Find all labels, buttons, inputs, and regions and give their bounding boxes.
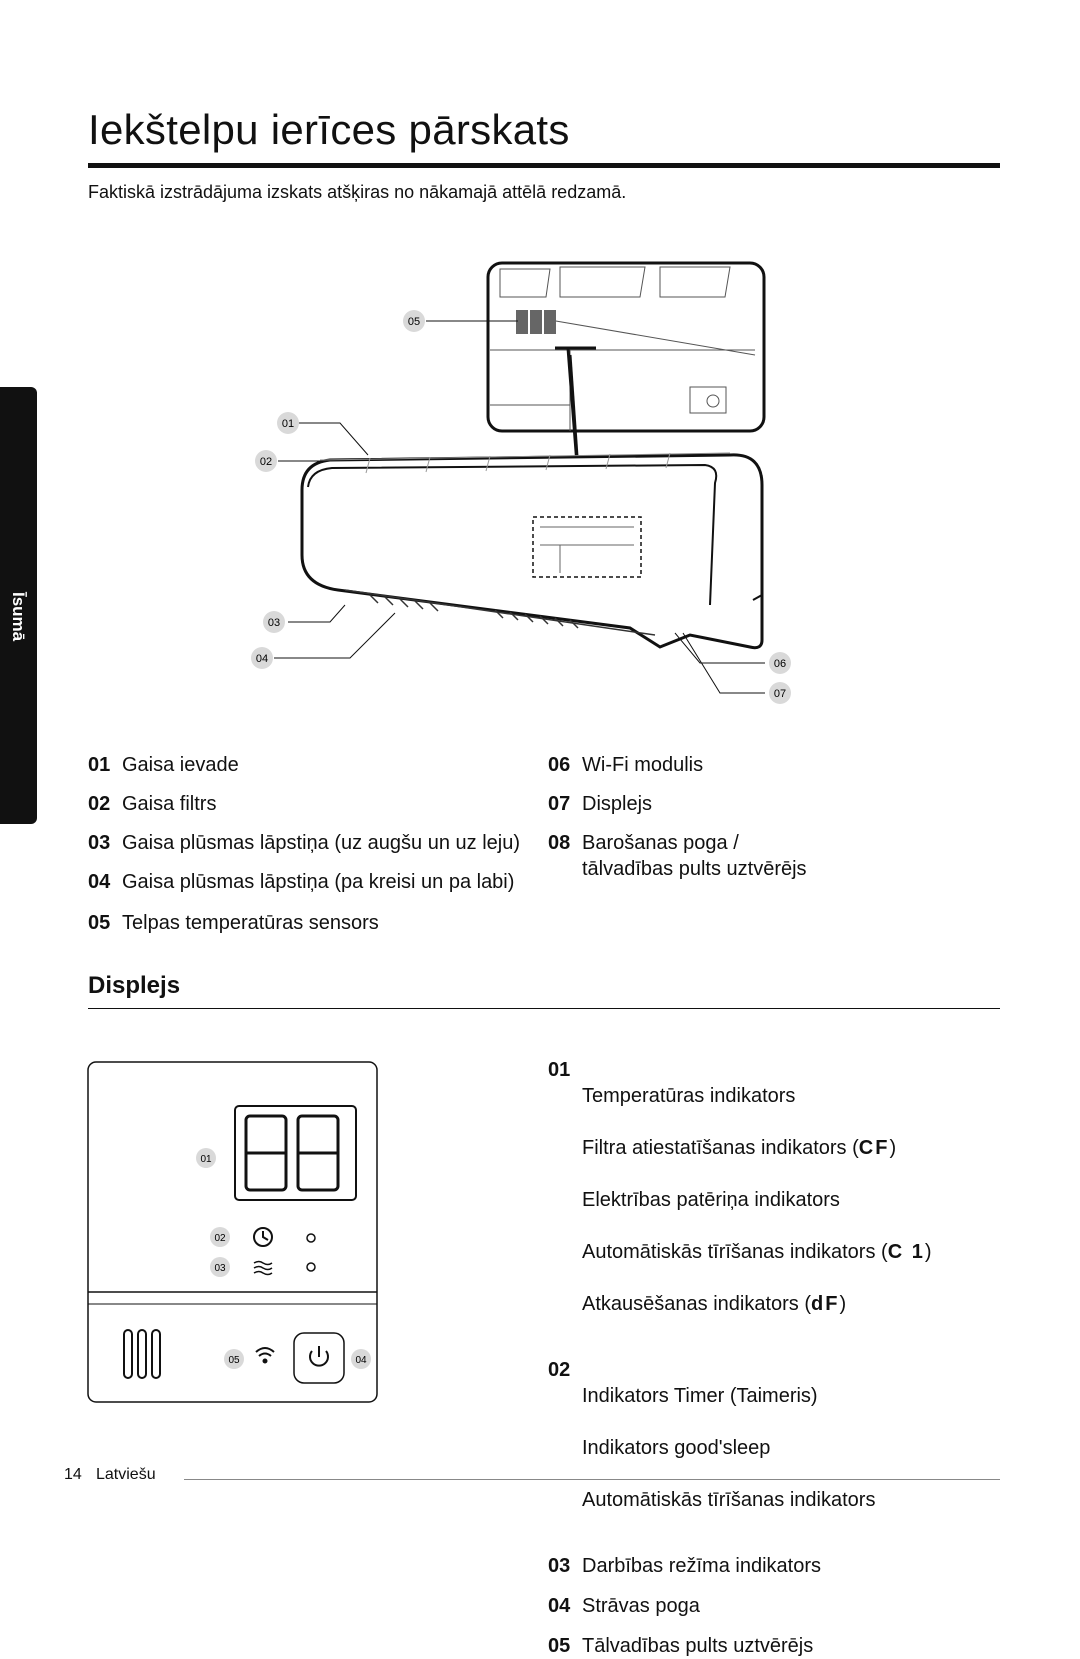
indoor-unit-illustration: 05 01 02 03 04 06 07	[251, 261, 791, 704]
page-number: 14	[64, 1466, 82, 1483]
sensor-detail-inset	[486, 261, 766, 433]
unit-callout-05: 05	[403, 310, 425, 332]
wifi-icon	[255, 1347, 275, 1364]
display-heading: Displejs	[88, 972, 181, 999]
svg-text:03: 03	[268, 617, 280, 629]
svg-text:06: 06	[774, 658, 786, 670]
remote-receiver-window	[123, 1329, 161, 1379]
unit-callout-04: 04	[251, 647, 273, 669]
code-cf: CF	[858, 1137, 890, 1159]
display-callout-02: 02	[210, 1227, 230, 1247]
timer-icon	[253, 1227, 273, 1247]
mode-icon	[253, 1260, 273, 1276]
side-tab-label: Īsumā	[9, 592, 28, 642]
unit-callout-07: 07	[769, 682, 791, 704]
unit-callout-06: 06	[769, 652, 791, 674]
display-legend: 01 Temperatūras indikators Filtra atiest…	[548, 1057, 931, 1659]
display-callout-04: 04	[351, 1349, 371, 1369]
unit-callout-01: 01	[277, 412, 299, 434]
title-rule	[88, 163, 1000, 168]
display-callout-01: 01	[196, 1148, 216, 1168]
side-tab: Īsumā	[0, 387, 37, 824]
display-legend-item-02: 02 Indikators Timer (Taimeris) Indikator…	[548, 1359, 876, 1511]
svg-text:04: 04	[256, 653, 268, 665]
seven-segment-display	[234, 1105, 357, 1201]
display-panel-illustration: 01 02 03 05 04	[87, 1061, 378, 1403]
svg-text:07: 07	[774, 688, 786, 700]
display-callout-03: 03	[210, 1257, 230, 1277]
svg-text:05: 05	[408, 316, 420, 328]
svg-text:01: 01	[200, 1154, 212, 1165]
svg-text:05: 05	[228, 1355, 240, 1366]
display-legend-item-01: 01 Temperatūras indikators Filtra atiest…	[548, 1059, 932, 1315]
indoor-unit-body	[300, 452, 764, 650]
footer-language: Latviešu	[96, 1466, 156, 1483]
page-title: Iekštelpu ierīces pārskats	[88, 106, 570, 153]
svg-text:02: 02	[214, 1233, 226, 1244]
timer-led	[306, 1233, 316, 1243]
svg-text:04: 04	[355, 1355, 367, 1366]
svg-text:03: 03	[214, 1263, 226, 1274]
code-c1: C 1	[887, 1241, 925, 1263]
svg-text:01: 01	[282, 418, 294, 430]
footer-rule	[184, 1479, 1000, 1480]
power-button[interactable]	[293, 1332, 345, 1384]
unit-callout-03: 03	[263, 611, 285, 633]
svg-text:02: 02	[260, 456, 272, 468]
display-callout-05: 05	[224, 1349, 244, 1369]
intro-text: Faktiskā izstrādājuma izskats atšķiras n…	[88, 182, 627, 202]
code-df: dF	[811, 1293, 840, 1315]
display-heading-rule	[88, 1008, 1000, 1009]
unit-callout-02: 02	[255, 450, 277, 472]
mode-led	[306, 1262, 316, 1272]
